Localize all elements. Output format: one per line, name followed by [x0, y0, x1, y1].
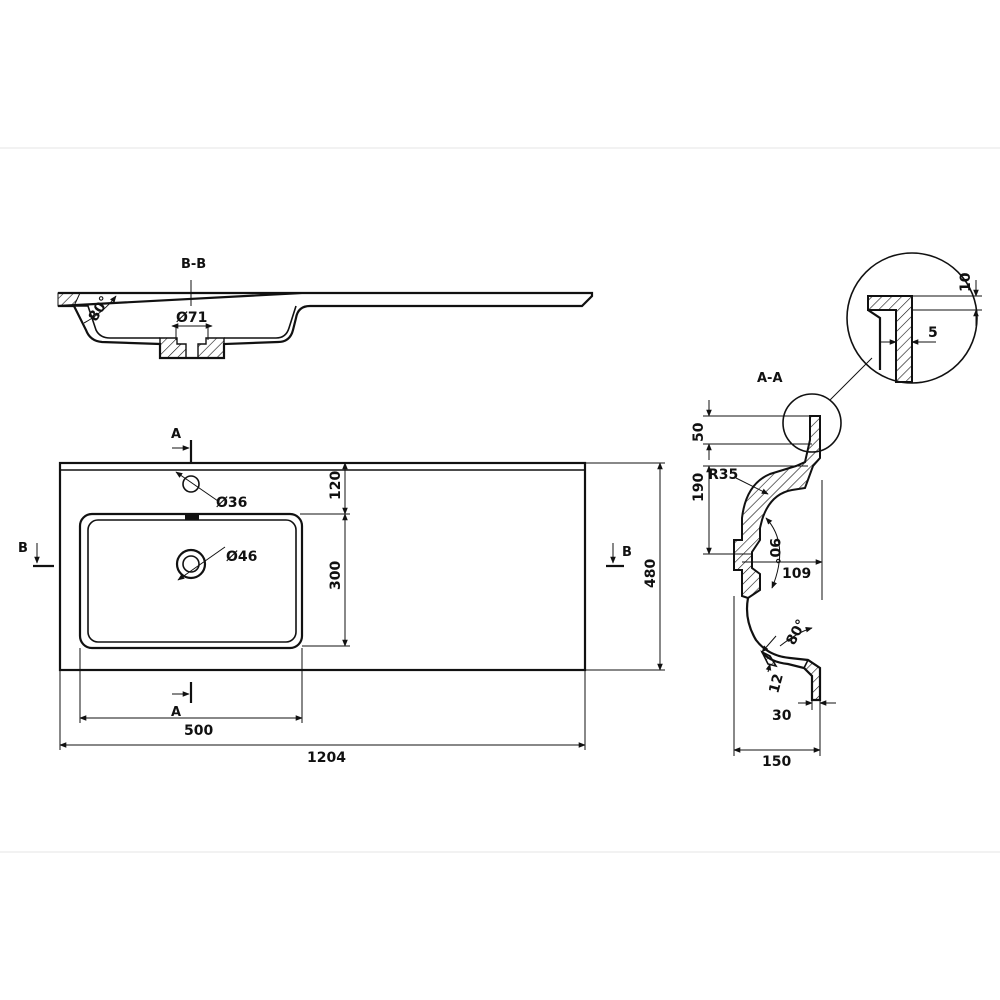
- drain-inner: [182, 555, 200, 573]
- cut-a-top-label: A: [171, 427, 181, 442]
- detail-callout-circle: [782, 393, 842, 453]
- dim-109: 109: [782, 566, 811, 582]
- dim-500: 500: [184, 723, 213, 739]
- dim-30: 30: [772, 708, 792, 724]
- tap-hole: [182, 475, 200, 493]
- basin-inner: [87, 519, 297, 643]
- basin-outer: [78, 512, 304, 650]
- overflow-slot: [185, 515, 199, 520]
- dim-5: 5: [928, 325, 938, 341]
- dim-50: 50: [691, 422, 707, 442]
- detail-view: 10 5: [846, 252, 982, 384]
- angle-80: 80°: [783, 617, 810, 648]
- drain-outer: [175, 548, 207, 580]
- dim-1204: 1204: [307, 750, 346, 766]
- dim-300: 300: [328, 561, 344, 590]
- section-aa-title: A-A: [757, 371, 783, 386]
- dim-120: 120: [328, 471, 344, 500]
- section-bb: B-B Ø71 80°: [57, 257, 594, 360]
- section-bb-title: B-B: [181, 257, 206, 272]
- dim-190: 190: [691, 473, 707, 502]
- cut-b-right-label: B: [622, 545, 632, 560]
- section-aa-profile: [733, 415, 821, 600]
- cut-a-bottom-label: A: [171, 705, 181, 720]
- drain-label: Ø46: [226, 549, 257, 565]
- dim-480: 480: [643, 559, 659, 588]
- section-aa: A-A 50 190 R35 90° 109 80° 12: [691, 357, 873, 770]
- section-bb-diameter: Ø71: [176, 310, 207, 326]
- plan-outline: [58, 461, 587, 672]
- angle-90: 90°: [766, 538, 782, 564]
- cut-b-left-label: B: [18, 541, 28, 556]
- plan-view: Ø36 Ø46 A A B B 120 300 480: [18, 427, 665, 766]
- section-bb-outline: [57, 291, 594, 360]
- dim-150: 150: [762, 754, 791, 770]
- dim-10: 10: [958, 272, 974, 292]
- tap-hole-label: Ø36: [216, 495, 247, 511]
- dim-12: 12: [766, 672, 786, 695]
- radius-label: R35: [708, 467, 738, 483]
